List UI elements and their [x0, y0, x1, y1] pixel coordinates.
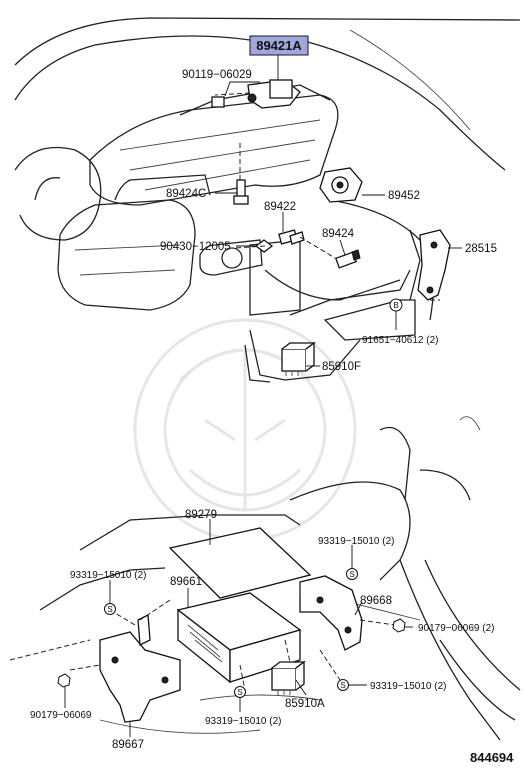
symbol-s-marker-4: S — [234, 686, 246, 698]
label-90119-06029[interactable]: 90119−06029 — [182, 69, 252, 81]
svg-text:S: S — [349, 570, 354, 579]
part-89668-bracket[interactable] — [299, 575, 363, 651]
part-85910A-relay[interactable] — [271, 660, 306, 695]
diagram-reference-number: 844694 — [470, 750, 514, 765]
highlighted-part-label[interactable]: 89421A — [249, 35, 309, 56]
label-89668[interactable]: 89668 — [360, 595, 392, 607]
label-89279[interactable]: 89279 — [185, 509, 217, 521]
symbol-b-marker: B — [389, 298, 403, 312]
svg-text:S: S — [107, 605, 112, 614]
part-89452-throttle-sensor[interactable] — [319, 167, 363, 203]
nut-marker-left — [57, 673, 71, 688]
label-91651-40612[interactable]: 91651−40612 (2) — [362, 335, 438, 346]
part-89424C-sensor[interactable] — [233, 140, 249, 205]
svg-text:B: B — [393, 301, 398, 310]
part-89279-cover[interactable] — [168, 527, 312, 599]
label-85910A[interactable]: 85910A — [285, 698, 325, 710]
engine-bay-illustration — [14, 17, 521, 383]
svg-text:S: S — [340, 681, 345, 690]
svg-text:S: S — [237, 688, 242, 697]
label-89424[interactable]: 89424 — [322, 228, 355, 240]
label-89667[interactable]: 89667 — [112, 739, 144, 751]
label-93319-15010-b[interactable]: 93319−15010 (2) — [70, 570, 146, 581]
watermark-emblem — [133, 318, 357, 542]
label-28515[interactable]: 28515 — [465, 243, 497, 255]
svg-text:89421A: 89421A — [256, 38, 302, 53]
part-85910F-relay[interactable] — [281, 341, 316, 376]
symbol-s-marker-3: S — [337, 679, 349, 691]
part-28515-bracket[interactable] — [417, 229, 451, 301]
dash-interior-illustration — [9, 416, 521, 741]
symbol-s-marker-2: S — [104, 603, 116, 615]
label-90179-06069-left[interactable]: 90179−06069 — [30, 710, 92, 721]
label-89661[interactable]: 89661 — [170, 576, 202, 588]
label-93319-15010-a[interactable]: 93319−15010 (2) — [318, 536, 394, 547]
nut-marker-right — [392, 618, 406, 633]
label-89422[interactable]: 89422 — [264, 201, 296, 213]
label-89424C[interactable]: 89424C — [166, 188, 206, 200]
label-89452[interactable]: 89452 — [388, 190, 420, 202]
symbol-s-marker-1: S — [346, 568, 358, 580]
part-89421A-sensor[interactable] — [211, 79, 301, 109]
label-93319-15010-d[interactable]: 93319−15010 (2) — [205, 716, 281, 727]
part-89422-sensor[interactable] — [278, 229, 305, 245]
part-89667-bracket[interactable] — [99, 613, 181, 723]
label-90179-06069-right[interactable]: 90179−06069 (2) — [418, 623, 494, 634]
label-93319-15010-c[interactable]: 93319−15010 (2) — [370, 681, 446, 692]
label-90430-12005[interactable]: 90430−12005 — [160, 241, 231, 253]
part-89661-ecu[interactable] — [176, 592, 302, 684]
label-85910F[interactable]: 85910F — [322, 361, 361, 373]
part-89424-sensor[interactable] — [334, 249, 361, 269]
